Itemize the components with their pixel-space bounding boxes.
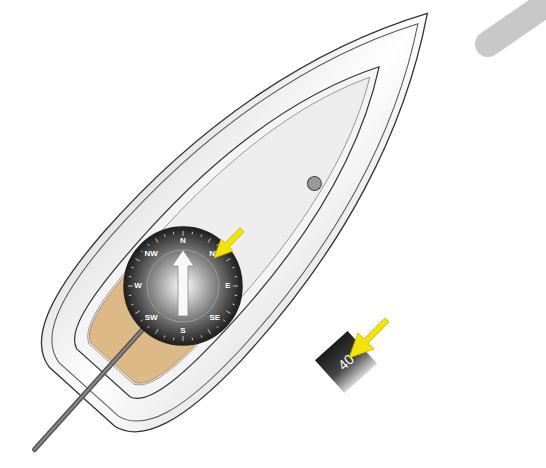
- grey-bar: [488, 4, 546, 44]
- boat-hull: [0, 0, 497, 468]
- compass-letter: E: [225, 282, 230, 290]
- compass-letter: SE: [209, 314, 220, 322]
- compass-tick: [131, 267, 133, 269]
- compass-tick: [200, 234, 202, 236]
- compass-tick: [173, 338, 174, 340]
- compass-tick: [232, 267, 234, 269]
- compass-tick: [183, 336, 184, 341]
- compass-tick: [131, 303, 133, 305]
- compass-tick: [217, 244, 219, 246]
- compass-tick: [128, 286, 133, 287]
- compass-tick: [208, 238, 211, 242]
- compass-tick: [223, 251, 225, 253]
- compass-tick: [192, 232, 193, 234]
- compass-tick: [200, 335, 202, 337]
- compass-tick: [129, 295, 131, 296]
- compass-letter: NE: [209, 250, 220, 258]
- compass-disc: N NE E SE S SW W NW: [124, 227, 242, 345]
- compass-tick: [226, 311, 230, 314]
- compass-tick: [235, 276, 237, 277]
- compass-tick: [129, 276, 131, 277]
- compass-tick: [141, 251, 143, 253]
- compass-letter: NW: [145, 250, 158, 258]
- compass-tick: [183, 231, 184, 236]
- compass-tick: [173, 232, 174, 234]
- heading-number: 40: [335, 351, 357, 373]
- compass-tick: [148, 244, 150, 246]
- compass-letter: SW: [145, 314, 158, 322]
- compass-tick: [135, 259, 139, 262]
- compass-tick: [192, 338, 193, 340]
- compass-tick: [156, 238, 159, 242]
- compass-tick: [141, 320, 143, 322]
- compass-letter: S: [180, 327, 185, 335]
- compass-letter: W: [134, 282, 142, 290]
- compass-dial: [124, 227, 242, 345]
- compass-tick: [148, 326, 150, 328]
- compass-tick: [217, 326, 219, 328]
- compass-tick: [226, 259, 230, 262]
- compass-tick: [223, 320, 225, 322]
- compass-tick: [235, 295, 237, 296]
- heading-box: 40: [315, 331, 377, 393]
- compass-tick: [164, 335, 166, 337]
- compass-tick: [232, 303, 234, 305]
- compass-tick: [233, 286, 238, 287]
- compass-tick: [208, 329, 211, 333]
- compass-tick: [135, 311, 139, 314]
- compass-letter: N: [180, 237, 186, 245]
- compass-tick: [156, 329, 159, 333]
- compass-tick: [164, 234, 166, 236]
